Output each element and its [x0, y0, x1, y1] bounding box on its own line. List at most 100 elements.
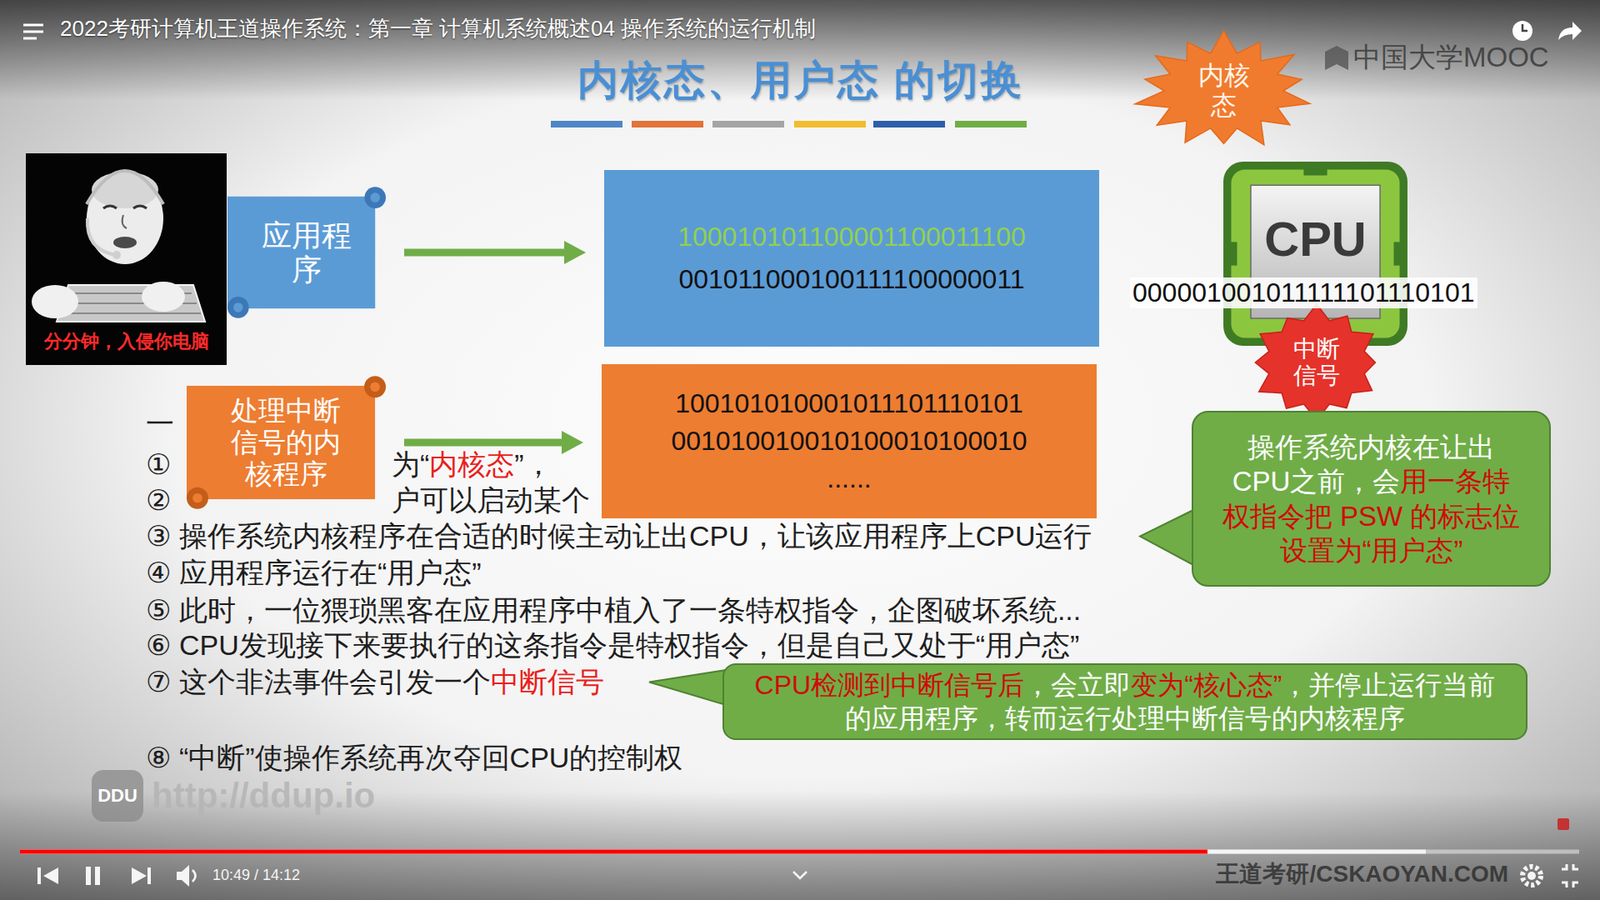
channel-watermark: 王道考研/CSKAOYAN.COM: [1215, 860, 1509, 888]
flow-arrow: [404, 439, 567, 447]
hacker-meme-picture: [31, 285, 79, 319]
chip-label: CPU: [1264, 211, 1366, 268]
cpu-chip-outline: [1303, 165, 1327, 176]
story-step: ⑤ 此时，一位猥琐黑客在应用程序中植入了一条特权指令，企图破坏系统...: [145, 594, 1081, 627]
kernel-program-scroll-outline: [370, 381, 380, 392]
interrupt-burst-outline: [1255, 304, 1375, 420]
player-controls: [43, 867, 59, 885]
player-controls: [793, 871, 807, 879]
watermark-badge: [91, 770, 144, 822]
scroll-label: 处理中断信号的内核程序: [230, 395, 343, 490]
kernel-program-scroll: 处理中断信号的内核程序: [186, 375, 386, 510]
player-controls: [37, 867, 41, 885]
watermark-url: http://ddup.io: [151, 775, 375, 816]
kernel-mode-burst: 内核态: [1130, 30, 1317, 151]
mooc-logo-icon: [1325, 45, 1349, 70]
binary-code: 100010101100001100011100: [677, 221, 1026, 253]
record-icon: [1557, 818, 1570, 830]
program-scroll-outline: [364, 186, 386, 209]
progress-bar: [20, 850, 1580, 855]
kernel-program-scroll-outline: [186, 487, 209, 510]
hacker-meme-picture: [112, 250, 121, 260]
hacker-meme-picture: [25, 153, 227, 365]
program-scroll-outline: [233, 302, 244, 313]
title-underline-bars: [712, 120, 785, 128]
hacker-meme-picture: [103, 205, 117, 209]
player-controls: [1522, 866, 1541, 885]
player-controls: [95, 866, 100, 885]
binary-code: ......: [670, 463, 1027, 495]
player-controls: [192, 870, 196, 882]
story-fragment: 为“: [391, 448, 430, 481]
burst-label: 中断信号: [1292, 335, 1342, 390]
menu-icon: [23, 37, 37, 40]
slide-title: 内核态、用户态 的切换: [577, 56, 1025, 104]
cpu-chip-outline: [1227, 241, 1238, 265]
hacker-meme-picture: [113, 236, 137, 249]
menu-icon: [23, 25, 44, 39]
highlight-word: 中断信号: [490, 665, 605, 699]
player-controls: [131, 867, 147, 885]
hacker-meme-picture: [91, 171, 159, 209]
binary-code: 001010010010100010100010: [670, 425, 1027, 457]
callout-text: 变为“核心态”: [1130, 670, 1282, 700]
binary-code: 000001001011111101110101: [1130, 277, 1478, 309]
title-underline-bars: [550, 120, 623, 128]
story-step: ④ 应用程序运行在“用户态”: [145, 556, 482, 590]
progress-bar: [20, 850, 1426, 855]
title-underline-bars: [955, 120, 1027, 128]
burst-label: 内核态: [1196, 60, 1251, 120]
progress-bar: [20, 850, 1208, 855]
player-controls: [1527, 871, 1536, 880]
story-step: ⑧ “中断”使操作系统再次夺回CPU的控制权: [145, 741, 683, 775]
callout-text: CPU检测到中断信号后: [755, 670, 1025, 700]
program-scroll: 应用程序: [227, 185, 386, 320]
program-scroll-outline: [227, 296, 250, 319]
title-underline-bars: [550, 120, 1027, 128]
kernel-program-scroll-outline: [364, 375, 386, 398]
kernel-program-scroll-outline: [186, 385, 375, 500]
binary-code: 100101010001011101110101: [670, 388, 1027, 420]
program-scroll-outline: [370, 192, 380, 203]
player-controls: [147, 867, 151, 885]
playback-time: 10:49 / 14:12: [212, 866, 300, 885]
scroll-label: 应用程序: [260, 218, 354, 288]
story-fragment: ”，: [514, 448, 552, 481]
hacker-meme-picture: [133, 205, 147, 209]
flow-arrow: [404, 249, 570, 257]
kernel-mode-burst-outline: [1135, 30, 1310, 145]
hacker-meme-picture: [87, 218, 116, 255]
callout-box: CPU检测到中断信号后，会立即变为“核心态”，并停止运行当前的应用程序，转而运行…: [722, 663, 1528, 740]
callout-text: ，会立即: [1024, 670, 1131, 700]
title-underline-bars: [873, 120, 945, 128]
meme-caption: 分分钟，入侵你电脑: [44, 330, 210, 352]
step-number: ②: [145, 484, 171, 517]
hacker-meme-picture: [86, 170, 164, 205]
story-step: ③ 操作系统内核程序在合适的时候主动让出CPU，让该应用程序上CPU运行: [145, 520, 1093, 553]
title-underline-bars: [794, 120, 866, 128]
callout-box: 操作系统内核在让出CPU之前，会用一条特权指令把 PSW 的标志位设置为“用户态…: [1191, 410, 1551, 587]
hacker-meme-picture: [25, 153, 227, 365]
story-fragment: 户可以启动某个: [391, 484, 590, 517]
kernel-program-scroll-outline: [192, 493, 203, 504]
menu-icon: [23, 24, 44, 27]
story-step: ⑥ CPU发现接下来要执行的这条指令是特权指令，但是自己又处于“用户态”: [145, 629, 1080, 662]
story-heading: 一: [145, 407, 175, 440]
story-step: ⑦ 这个非法事件会引发一个: [145, 665, 491, 699]
player-controls: [1561, 864, 1579, 888]
hacker-meme-picture: [141, 281, 185, 312]
menu-icon: [23, 30, 44, 34]
platform-watermark: 中国大学MOOC: [1353, 41, 1550, 74]
hacker-meme-picture: [122, 215, 127, 229]
program-scroll-outline: [227, 196, 375, 309]
code-box: 100101010001011101110101 0010100100101000…: [601, 364, 1097, 519]
video-title: 2022考研计算机王道操作系统：第一章 计算机系统概述04 操作系统的运行机制: [60, 16, 816, 42]
callout-pointer: [1140, 509, 1195, 566]
highlight-word: 内核态: [429, 448, 515, 481]
share-icon: [1558, 21, 1582, 40]
binary-code: 001011000100111100000011: [677, 264, 1026, 295]
callout-pointer: [649, 670, 726, 705]
clock-icon: [1512, 20, 1533, 41]
step-number: ①: [145, 448, 171, 481]
